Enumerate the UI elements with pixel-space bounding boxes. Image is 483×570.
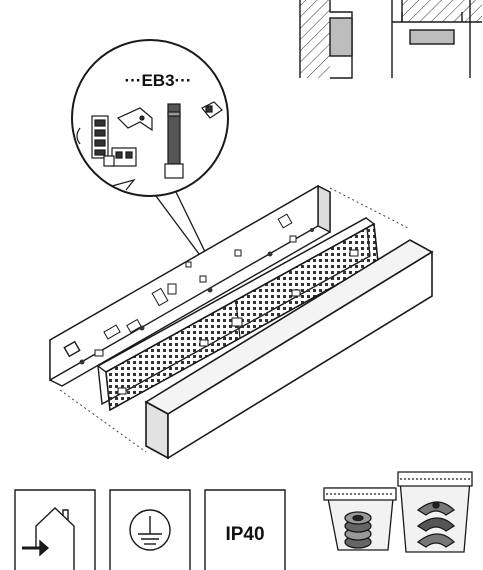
cable-gland bbox=[164, 103, 184, 179]
ground-icon bbox=[129, 509, 171, 551]
wire bbox=[111, 178, 136, 191]
wall-section-left bbox=[299, 0, 353, 79]
back-panel bbox=[49, 184, 331, 387]
terminal-block bbox=[76, 115, 109, 159]
sensor-module bbox=[201, 101, 223, 119]
grommet-icon bbox=[344, 511, 372, 549]
wall-section-right bbox=[391, 0, 482, 78]
perforated-plate bbox=[96, 216, 379, 412]
connector-plug bbox=[103, 147, 137, 167]
wall-mount-detail bbox=[299, 0, 482, 79]
front-cover bbox=[144, 239, 434, 460]
clip-icon bbox=[416, 501, 456, 548]
bag-grommets bbox=[323, 487, 397, 551]
house-arrow-icon bbox=[35, 507, 75, 570]
bag-clips bbox=[397, 471, 473, 553]
eb3-label: ···EB3··· bbox=[124, 71, 191, 90]
ip-rating-text: IP40 bbox=[225, 524, 264, 545]
symbol-ip40 bbox=[204, 489, 286, 570]
symbol-indoor bbox=[14, 489, 96, 570]
eb3-callout: ···EB3··· bbox=[71, 39, 229, 263]
callout-leader-line bbox=[174, 189, 211, 263]
symbol-ground bbox=[109, 489, 191, 570]
mounting-bracket bbox=[116, 107, 153, 132]
callout-leader-line bbox=[149, 187, 206, 263]
